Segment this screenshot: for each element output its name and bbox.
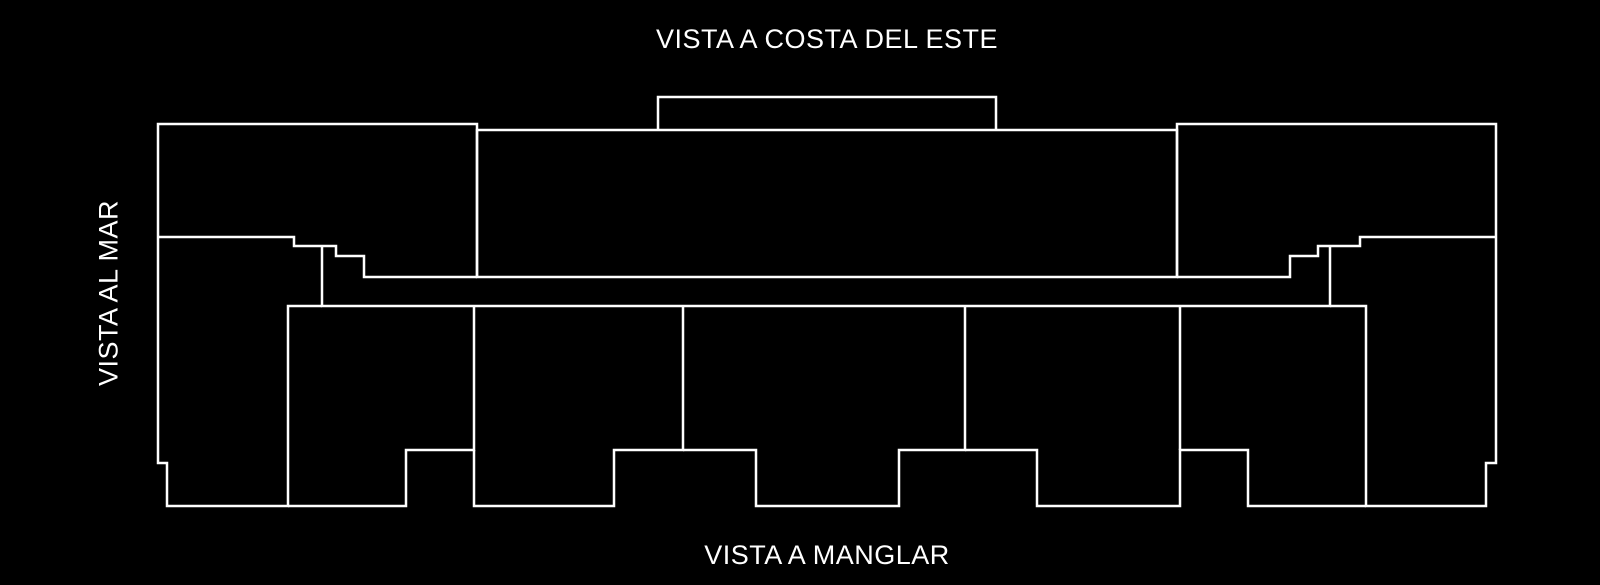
unit-1	[288, 306, 476, 508]
left-stepped-edge	[158, 235, 477, 279]
left-end-unit	[156, 237, 322, 508]
left-upper-room	[156, 122, 479, 277]
view-label-bottom: VISTA A MANGLAR	[704, 540, 950, 570]
central-top-block	[475, 128, 1179, 279]
corridor	[320, 246, 1332, 308]
right-end-unit	[1330, 237, 1498, 508]
top-bump	[656, 95, 998, 130]
right-stepped-edge	[1177, 235, 1496, 279]
right-upper-room	[1175, 122, 1498, 277]
view-label-top: VISTA A COSTA DEL ESTE	[655, 24, 999, 54]
unit-3	[683, 306, 967, 508]
unit-2	[472, 306, 685, 508]
unit-4	[965, 448, 1366, 508]
